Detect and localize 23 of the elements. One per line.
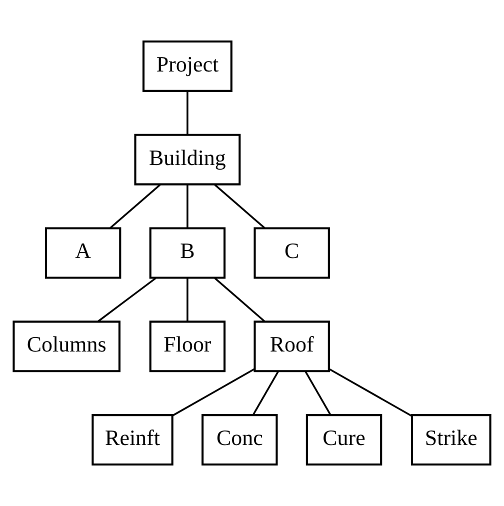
node-box: A xyxy=(44,227,122,279)
node-box: Reinft xyxy=(92,414,174,466)
node-box: Columns xyxy=(12,320,120,372)
node-box: B xyxy=(149,227,226,279)
connector xyxy=(186,184,188,228)
node-box: Building xyxy=(134,134,241,186)
connector xyxy=(110,184,161,229)
connector xyxy=(304,371,331,415)
node-box: Cure xyxy=(306,414,382,466)
node-box: Floor xyxy=(149,320,226,372)
node-box: Strike xyxy=(410,414,492,466)
node-box: Roof xyxy=(254,320,330,372)
connector xyxy=(214,184,266,229)
connector xyxy=(214,278,266,322)
connector xyxy=(328,368,412,417)
connector xyxy=(186,278,188,322)
node-box: Project xyxy=(142,40,232,92)
connector xyxy=(186,91,188,134)
connector xyxy=(172,368,255,416)
connector xyxy=(98,277,156,322)
node-box: Conc xyxy=(202,414,278,466)
node-box: C xyxy=(254,227,330,279)
connector xyxy=(252,371,279,415)
